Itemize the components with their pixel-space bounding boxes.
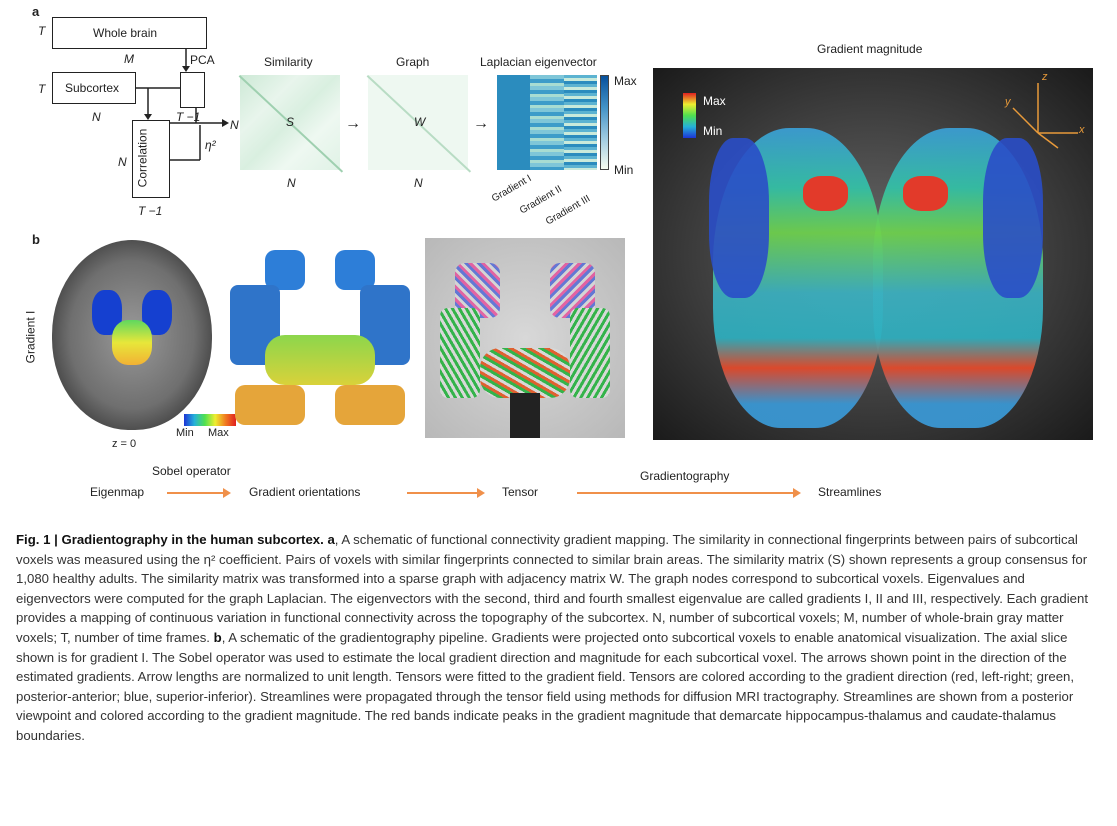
caption-b-label: b <box>213 629 222 645</box>
m-label: M <box>124 52 134 66</box>
axis-z-label: z <box>1042 71 1048 83</box>
subcortex-box: Subcortex <box>52 72 136 104</box>
n-label-4: N <box>287 176 296 190</box>
caption-b-text: , A schematic of the gradientography pip… <box>16 629 1075 743</box>
graph-matrix: W <box>366 75 472 173</box>
flow-lines <box>136 49 229 161</box>
gradient-i-axis-label: Gradient I <box>23 310 38 364</box>
n-label-3: N <box>118 155 127 169</box>
caption-a-text: , A schematic of functional connectivity… <box>16 532 1088 645</box>
gradient-i-label: Gradient I <box>490 173 534 205</box>
streamlines-image: Max Min z x y <box>653 68 1093 440</box>
caption-title: Fig. 1 | Gradientography in the human su… <box>16 532 324 547</box>
max-label-a: Max <box>614 74 637 88</box>
eta-label: η² <box>205 138 216 152</box>
min-label-b: Min <box>176 427 194 439</box>
pipeline-arrow-3 <box>577 488 801 498</box>
colorbar-b <box>184 414 236 426</box>
caption-a-label: a <box>327 532 335 547</box>
colorbar-a <box>600 75 609 170</box>
n-label-5: N <box>414 176 423 190</box>
pca-box <box>180 72 205 108</box>
n-label-2: N <box>230 118 239 132</box>
magnitude-colorbar <box>683 93 696 138</box>
t-minus-1-label: T −1 <box>176 110 201 124</box>
eigenmap-label: Eigenmap <box>90 485 145 499</box>
arrow-graph-eigen: → <box>473 115 489 132</box>
axial-brain-slice <box>52 240 212 430</box>
subcortex-label: Subcortex <box>65 81 120 95</box>
gradient-orientations-image <box>225 245 415 435</box>
whole-brain-box: Whole brain <box>52 17 207 49</box>
axis-x-label: x <box>1079 124 1085 136</box>
n-label-1: N <box>92 110 101 124</box>
correlation-box: Correlation <box>132 120 170 198</box>
similarity-matrix: S <box>238 75 344 173</box>
whole-brain-label: Whole brain <box>93 26 158 40</box>
sobel-label: Sobel operator <box>152 464 231 478</box>
orientations-label: Gradient orientations <box>249 485 361 499</box>
pipeline-arrow-1 <box>167 488 231 498</box>
t-minus-1-label-2: T −1 <box>138 204 163 218</box>
w-label: W <box>414 115 426 129</box>
tensor-label: Tensor <box>502 485 539 499</box>
axis-triad-icon <box>1012 83 1078 149</box>
pipeline-arrow-2 <box>407 488 485 498</box>
streamlines-label: Streamlines <box>818 485 882 499</box>
gradientography-label: Gradientography <box>640 469 730 483</box>
panel-b-letter: b <box>32 232 40 247</box>
laplacian-title: Laplacian eigenvector <box>480 55 597 69</box>
z-label: z = 0 <box>112 438 137 450</box>
magnitude-max-label: Max <box>703 94 726 108</box>
eigenvector-heatmap <box>497 75 597 170</box>
t-label-2: T <box>38 82 46 96</box>
arrow-similarity-graph: → <box>345 115 361 132</box>
magnitude-min-label: Min <box>703 124 723 138</box>
t-label-1: T <box>38 24 46 38</box>
tensor-image <box>425 238 625 438</box>
figure-caption: Fig. 1 | Gradientography in the human su… <box>16 530 1096 746</box>
graph-title: Graph <box>396 55 430 69</box>
s-label: S <box>286 115 295 129</box>
axis-y-label: y <box>1005 96 1011 108</box>
max-label-b: Max <box>208 427 229 439</box>
min-label-a: Min <box>614 163 634 177</box>
panel-a-letter: a <box>32 4 40 19</box>
pca-label: PCA <box>190 53 215 67</box>
similarity-title: Similarity <box>264 55 313 69</box>
gradient-magnitude-title: Gradient magnitude <box>817 42 923 56</box>
